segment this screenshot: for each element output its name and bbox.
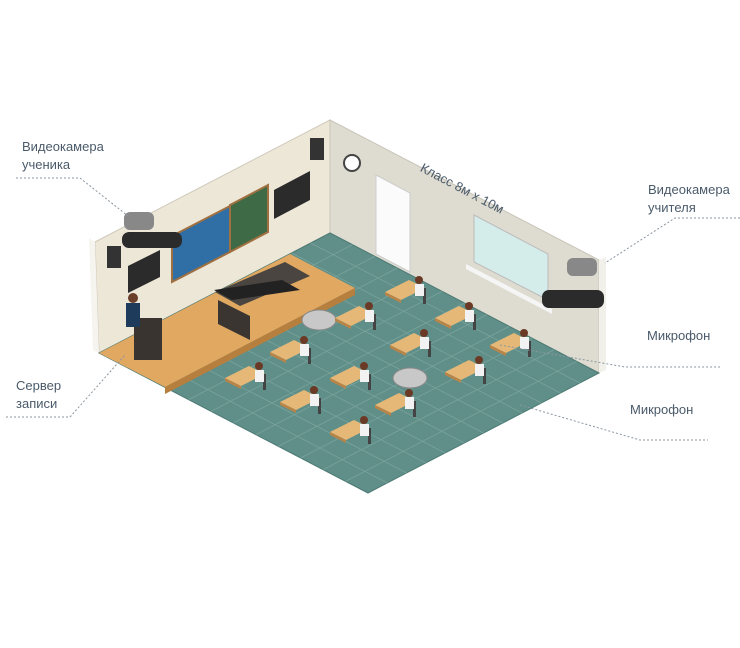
student-head (360, 416, 368, 424)
student-camera (122, 212, 182, 248)
desk-side (435, 318, 451, 329)
teacher-body (126, 303, 140, 327)
clock-icon (343, 154, 361, 172)
label-student-camera: Видеокамера ученика (22, 138, 104, 174)
student-desk (390, 329, 431, 357)
student-desk (375, 389, 416, 417)
student-body (465, 310, 474, 322)
chair (473, 314, 476, 330)
chair (318, 398, 321, 414)
desk-side (445, 372, 461, 383)
leader-line-server (6, 354, 126, 418)
chair (428, 341, 431, 357)
label-line: записи (16, 396, 58, 411)
desk-side (385, 292, 401, 303)
student-body (415, 284, 424, 296)
leader-line-teacher-camera (604, 217, 740, 264)
teacher-head (128, 293, 138, 303)
desk-side (270, 352, 286, 363)
desk-side (280, 402, 296, 413)
leader-line-student-camera (16, 177, 129, 217)
student-desk (435, 302, 476, 330)
label-line: Видеокамера (22, 139, 104, 154)
label-line: Видеокамера (648, 182, 730, 197)
student-desk (225, 362, 266, 390)
student-desk (330, 416, 371, 444)
tile-line (345, 360, 577, 482)
label-recording-server: Сервер записи (16, 377, 61, 413)
student-body (520, 337, 529, 349)
left-wall-edge (89, 238, 99, 353)
ceiling-microphone (392, 367, 428, 389)
speaker-icon (107, 246, 121, 268)
interactive-display (171, 204, 231, 284)
tile-line (322, 349, 555, 471)
label-microphone-2: Микрофон (630, 402, 694, 417)
window-sill (466, 264, 552, 314)
student-desk (330, 362, 371, 390)
student-head (310, 386, 318, 394)
student-desk (335, 302, 376, 330)
student-head (415, 276, 423, 284)
teacher-camera (542, 258, 604, 308)
student-desk (280, 386, 321, 414)
student-body (475, 364, 484, 376)
label-line: учителя (648, 200, 696, 215)
student-body (310, 394, 319, 406)
chair (413, 401, 416, 417)
chair (373, 314, 376, 330)
student-head (465, 302, 473, 310)
chair (423, 288, 426, 304)
leader-line-microphone-2 (519, 404, 708, 441)
student-body (405, 397, 414, 409)
chair (483, 368, 486, 384)
student-head (255, 362, 263, 370)
student-head (420, 329, 428, 337)
desk-side (390, 345, 406, 356)
desk-side (375, 405, 391, 416)
student-body (420, 337, 429, 349)
student-head (300, 336, 308, 344)
wall-panel (128, 250, 160, 293)
desk-side (490, 345, 506, 356)
student-body (360, 424, 369, 436)
right-wall-edge (599, 257, 606, 373)
student-body (360, 370, 369, 382)
recording-server (214, 280, 300, 300)
student-desk (445, 356, 486, 384)
student-head (405, 389, 413, 397)
student-head (475, 356, 483, 364)
student-desk (270, 336, 311, 364)
student-desks (225, 276, 531, 444)
student-desk (490, 329, 531, 357)
wall-panel (274, 171, 310, 219)
ceiling-microphone (301, 309, 337, 331)
chair (263, 374, 266, 390)
desk-side (330, 378, 346, 389)
desk-side (225, 378, 241, 389)
desk-side (335, 318, 351, 329)
student-body (300, 344, 309, 356)
speaker-icon (310, 138, 324, 160)
chair (368, 428, 371, 444)
desk-side (330, 432, 346, 443)
chair (308, 348, 311, 364)
label-line: Сервер (16, 378, 62, 393)
student-head (365, 302, 373, 310)
student-desk (385, 276, 426, 304)
chair (528, 341, 531, 357)
door (375, 174, 411, 273)
student-head (360, 362, 368, 370)
label-microphone-1: Микрофон (647, 328, 711, 343)
label-teacher-camera: Видеокамера учителя (648, 181, 730, 217)
student-body (365, 310, 374, 322)
student-head (520, 329, 528, 337)
label-line: ученика (22, 157, 71, 172)
teacher-desk-front (218, 300, 250, 340)
chair (368, 374, 371, 390)
student-body (255, 370, 264, 382)
